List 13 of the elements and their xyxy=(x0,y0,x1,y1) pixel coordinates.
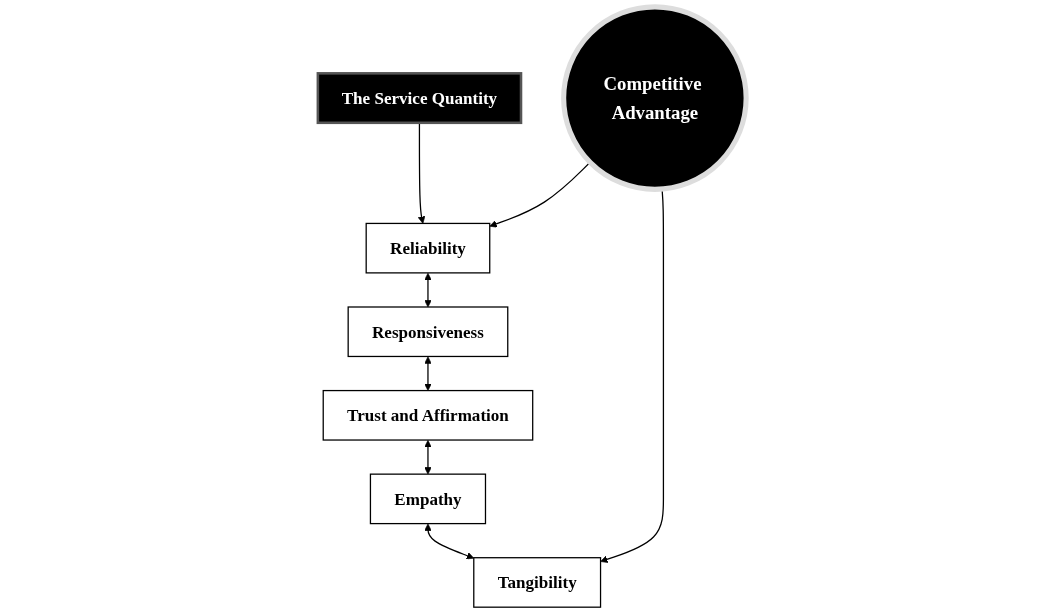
arrow xyxy=(417,122,426,224)
node-box: Responsiveness xyxy=(347,306,509,358)
node-box: Reliability xyxy=(365,222,491,274)
arrow xyxy=(489,161,591,228)
node-circle: Competitive Advantage xyxy=(561,4,749,192)
arrow xyxy=(424,356,432,391)
arrow xyxy=(424,272,432,308)
node-box: Tangibility xyxy=(473,557,602,608)
node-box: Trust and Affirmation xyxy=(322,389,534,441)
arrow xyxy=(424,440,432,475)
node-box: The Service Quantity xyxy=(316,72,523,125)
node-box: Empathy xyxy=(369,473,487,525)
arrow xyxy=(424,523,475,560)
